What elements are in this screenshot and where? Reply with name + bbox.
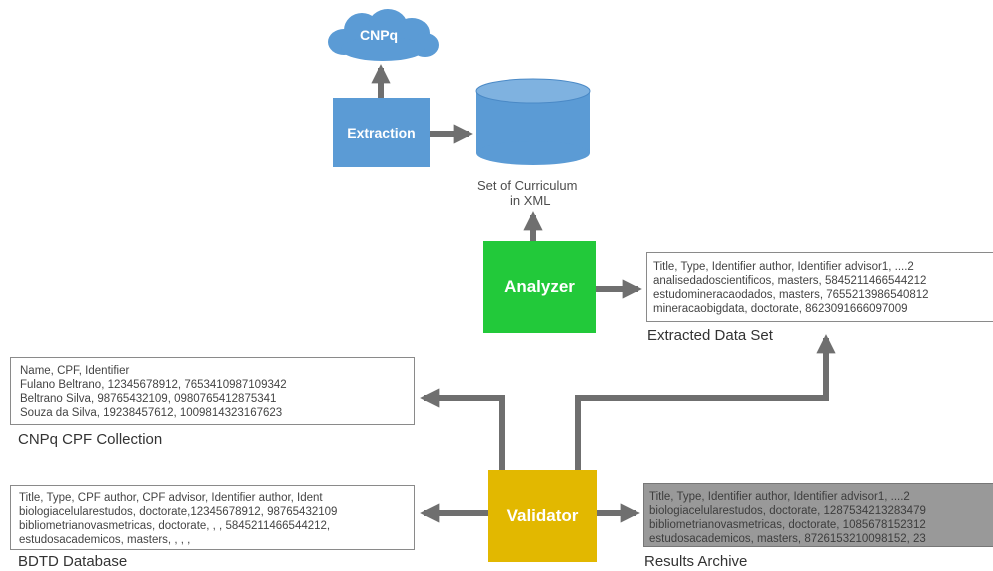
- bdtd-line: estudosacademicos, masters, , , ,: [19, 534, 191, 546]
- extracted-data-line: analisedadoscientificos, masters, 584521…: [653, 275, 927, 287]
- validator-to-cnpq-cpf-arrow: [420, 388, 505, 470]
- extraction-node: Extraction: [333, 98, 430, 167]
- cpf-collection-line: Name, CPF, Identifier: [20, 365, 130, 377]
- analyzer-node: Analyzer: [483, 241, 596, 333]
- cnpq-label: CNPq: [360, 27, 399, 43]
- cpf-collection-line: Beltrano Silva, 98765432109, 09807654128…: [20, 393, 277, 405]
- results-archive-box: Title, Type, Identifier author, Identifi…: [643, 483, 993, 547]
- extracted-data-set-box: Title, Type, Identifier author, Identifi…: [646, 252, 993, 322]
- cpf-collection-line: Fulano Beltrano, 12345678912, 7653410987…: [20, 379, 287, 391]
- results-line: Title, Type, Identifier author, Identifi…: [649, 491, 910, 503]
- storage-label-line2: in XML: [510, 193, 551, 208]
- extracted-data-line: mineracaobigdata, doctorate, 86230916660…: [653, 303, 908, 315]
- extracted-data-set-caption: Extracted Data Set: [647, 327, 773, 344]
- cnpq-cpf-collection-box: Name, CPF, Identifier Fulano Beltrano, 1…: [10, 357, 415, 425]
- cpf-collection-line: Souza da Silva, 19238457612, 10098143231…: [20, 407, 283, 419]
- xml-curriculum-storage-cylinder: [475, 78, 591, 165]
- validator-node: Validator: [488, 470, 597, 562]
- results-archive-caption: Results Archive: [644, 553, 748, 570]
- bdtd-database-caption: BDTD Database: [18, 553, 128, 570]
- extraction-label: Extraction: [347, 124, 416, 141]
- bdtd-line: Title, Type, CPF author, CPF advisor, Id…: [19, 492, 323, 504]
- cnpq-cloud: [328, 9, 439, 61]
- extracted-data-line: estudomineracaodados, masters, 765521398…: [653, 289, 929, 301]
- results-line: biologiacelularestudos, doctorate, 12875…: [649, 505, 926, 517]
- results-line: estudosacademicos, masters, 872615321009…: [649, 533, 926, 545]
- bdtd-database-box: Title, Type, CPF author, CPF advisor, Id…: [10, 485, 415, 550]
- validator-label: Validator: [506, 506, 579, 525]
- validator-to-extracted-data-arrow: [575, 334, 836, 470]
- cnpq-cpf-collection-caption: CNPq CPF Collection: [18, 431, 163, 448]
- bdtd-line: bibliometrianovasmetricas, doctorate, , …: [19, 520, 331, 532]
- connector-arrows: [371, 64, 836, 523]
- results-line: bibliometrianovasmetricas, doctorate, 10…: [649, 519, 926, 531]
- storage-label-line1: Set of Curriculum: [477, 178, 578, 193]
- bdtd-line: biologiacelularestudos, doctorate,123456…: [19, 506, 338, 518]
- analyzer-label: Analyzer: [504, 277, 575, 296]
- extracted-data-line: Title, Type, Identifier author, Identifi…: [653, 261, 914, 273]
